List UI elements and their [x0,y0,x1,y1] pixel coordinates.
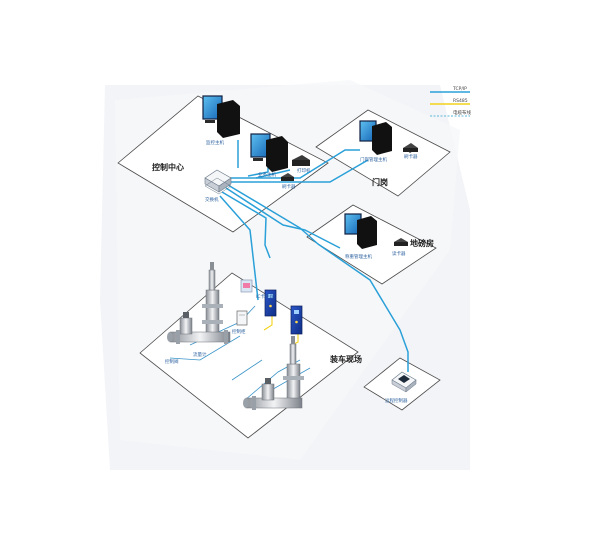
label-gate-host: 门岗管理主机 [360,156,387,163]
label-valve: 控制阀 [165,358,179,365]
label-weigh-reader: 读卡器 [392,250,406,257]
weigh-host-computer [344,213,377,249]
label-business-host: 业务主机 [258,171,276,178]
weigh-reader-icon [394,238,408,246]
legend: TCP/IP RS485 电缆布线 [430,86,471,117]
zone-label-weighbridge: 地磅房 [410,238,434,248]
network-switch-icon [204,169,232,195]
label-monitor-host: 监控主机 [206,139,224,146]
zone-label-control-center: 控制中心 [152,162,184,172]
zone-label-gate: 门岗 [372,177,388,187]
label-weigh-host: 称重管理主机 [345,253,372,260]
label-remote-controller: 远程控制器 [385,397,408,404]
network-cables [219,140,409,372]
label-flowmeter: 流量计 [193,351,207,358]
legend-label-cable: 电缆布线 [453,109,471,116]
control-panel-1 [264,289,277,317]
legend-label-rs485: RS485 [453,98,468,104]
zone-label-loading-site: 装车现场 [329,354,362,364]
control-box [236,310,248,326]
label-control-box: 控制柜 [232,328,246,335]
gate-host-computer [359,120,392,155]
label-terminal: IC卡终端 [256,293,274,300]
ic-card-terminal [240,279,253,293]
remote-controller-device [391,371,417,393]
monitor-host-computer [202,95,240,138]
zone-control-center-platform [117,95,329,233]
legend-label-tcp: TCP/IP [452,86,467,92]
control-panel-2 [290,305,303,335]
card-writer-icon [281,173,294,181]
loading-arm-2 [283,336,304,405]
zone-loading-site-platform [139,272,359,439]
pipeline-2 [243,378,303,410]
label-switch: 交换机 [205,196,219,203]
printer-icon [292,155,310,166]
business-host-computer [250,133,288,172]
label-printer: 打印机 [297,167,311,174]
gate-card-reader-icon [403,143,418,153]
label-gate-card-reader: 刷卡器 [404,153,418,160]
pipeline-1 [167,312,231,344]
label-card-writer: 刷卡器 [282,183,296,190]
